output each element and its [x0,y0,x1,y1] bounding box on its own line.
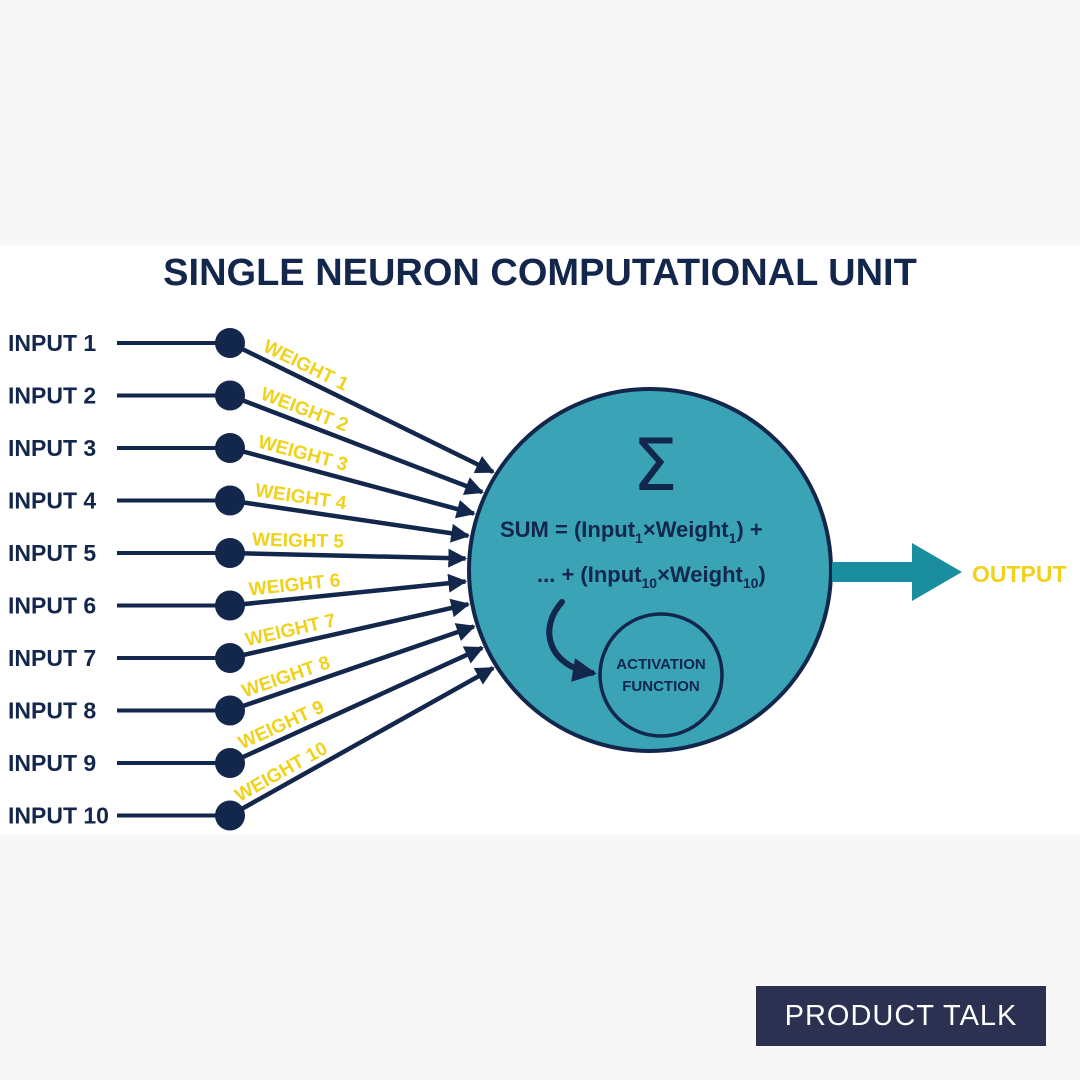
input-label-4: INPUT 4 [8,488,96,514]
input-node-4 [215,485,245,516]
input-node-5 [215,538,245,568]
formula-1-middle: ×Weight [643,517,729,542]
connection-arrow-7 [229,598,471,661]
connection-arrow-4 [229,498,471,543]
curved-arrow-icon [546,599,597,682]
sigma-symbol: Σ [632,423,678,507]
formula-2-middle: ×Weight [657,562,743,587]
connection-arrow-3 [229,445,476,519]
connection-arrow-10 [228,666,495,818]
output-label: OUTPUT [972,561,1067,587]
connection-arrow-9 [229,645,484,766]
connection-arrow-6 [229,573,468,608]
formula-1-prefix: SUM = (Input [500,517,636,542]
input-node-10 [215,800,245,831]
activation-function-circle [598,612,724,738]
weight-label-8: WEIGHT 8 [239,652,333,702]
input-node-2 [215,380,245,411]
input-node-3 [215,433,245,463]
connection-arrow-2 [229,393,484,495]
activation-label-line-2: FUNCTION [622,678,700,695]
output-arrow-icon [832,543,962,601]
input-node-6 [215,590,245,621]
input-label-5: INPUT 5 [8,540,96,566]
input-label-7: INPUT 7 [8,645,96,671]
formula-2-sub-weight: 10 [743,575,759,591]
diagram-title: SINGLE NEURON COMPUTATIONAL UNIT [163,252,917,294]
input-label-2: INPUT 2 [8,383,96,409]
input-node-1 [215,328,245,358]
sum-formula-line-2: ... + (Input10×Weight10) [537,562,766,591]
formula-1-suffix: ) + [736,517,762,542]
formula-2-prefix: ... + (Input [537,562,642,587]
input-label-1: INPUT 1 [8,330,96,356]
input-node-9 [215,748,245,778]
connection-arrow-5 [229,548,468,568]
formula-1-sub-input: 1 [635,530,643,546]
input-label-10: INPUT 10 [8,803,109,829]
input-label-9: INPUT 9 [8,750,96,776]
connection-arrow-1 [229,340,495,474]
weight-label-5: WEIGHT 5 [252,530,345,553]
connection-arrow-8 [229,623,476,713]
sum-formula-line-1: SUM = (Input1×Weight1) + [500,517,763,546]
activation-label-line-1: ACTIVATION [616,656,705,673]
input-label-8: INPUT 8 [8,698,96,724]
formula-2-sub-input: 10 [642,575,658,591]
input-label-3: INPUT 3 [8,435,96,461]
formula-2-suffix: ) [758,562,765,587]
input-node-7 [215,643,245,673]
input-label-6: INPUT 6 [8,593,96,619]
formula-1-sub-weight: 1 [729,530,737,546]
brand-badge: PRODUCT TALK [756,986,1046,1046]
input-node-8 [215,695,245,726]
